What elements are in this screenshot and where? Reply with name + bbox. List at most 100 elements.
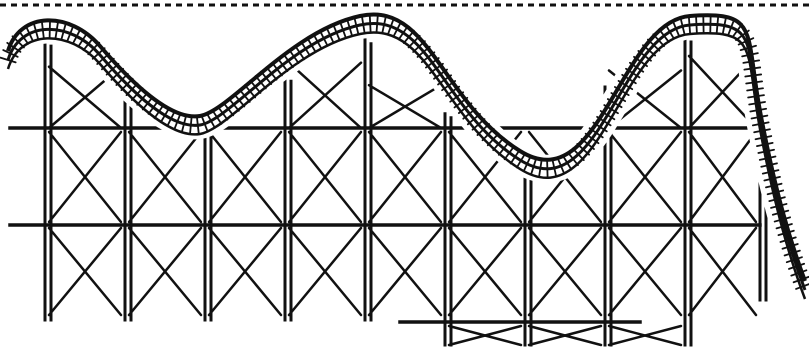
track-tie [509, 149, 521, 165]
track-tie [592, 121, 608, 133]
track-tie [599, 110, 616, 121]
trestle-brace [527, 226, 603, 317]
track-tie [741, 52, 759, 58]
track-tie [749, 107, 768, 113]
track-tie [381, 15, 387, 34]
track-tie [32, 22, 40, 40]
track-tie [441, 80, 457, 92]
track-tie [783, 249, 801, 257]
track-tie [153, 104, 165, 120]
track-tie [361, 15, 366, 34]
track-tie [596, 115, 612, 127]
track-tie [445, 85, 461, 97]
track-tie [25, 25, 34, 42]
track-tie [503, 145, 515, 161]
track-tie [580, 138, 595, 150]
track-tie [40, 20, 45, 39]
track-tie [735, 29, 750, 42]
trestle-cross-bracing [47, 54, 758, 347]
trestle-brace [607, 130, 683, 224]
track-tie [763, 176, 781, 182]
track-tie [756, 142, 774, 147]
track-tie [66, 25, 75, 42]
track-tie [402, 29, 415, 44]
track-tie [294, 45, 306, 61]
track-tie [196, 116, 200, 135]
track-tie [747, 94, 765, 99]
trestle-brace [687, 226, 758, 317]
track-tie [731, 23, 743, 38]
trestle-brace [287, 130, 363, 224]
trestle-beams [8, 126, 762, 324]
track-tie [766, 189, 785, 196]
track-tie [492, 137, 505, 152]
track-tie [614, 86, 630, 97]
trestle-brace [607, 324, 683, 347]
track-tie [746, 87, 764, 92]
track-tie [416, 45, 431, 58]
track-tie [687, 16, 691, 34]
track-tie [125, 82, 139, 96]
track-tie [476, 123, 490, 136]
track-tie [238, 88, 251, 103]
track-tie [206, 112, 216, 129]
track-tie [77, 32, 88, 48]
track-tie [243, 84, 257, 99]
track-tie [745, 80, 763, 85]
track-tie [742, 59, 761, 64]
track-tie [453, 96, 469, 109]
track-tie [781, 243, 799, 250]
track-tie [567, 151, 579, 167]
track-tie [353, 17, 360, 35]
track-tie [392, 21, 402, 38]
track-tie [271, 61, 283, 77]
track-tie [325, 27, 335, 44]
track-tie [265, 66, 278, 81]
track-tie [603, 104, 619, 115]
track-tie [765, 182, 783, 189]
track-tie [91, 47, 106, 60]
track-tie [11, 35, 25, 49]
track-tie [481, 127, 495, 142]
track-tie [54, 21, 59, 39]
track-tie [368, 14, 372, 33]
track-tie [217, 105, 229, 121]
track-tie [147, 100, 159, 115]
track-tie [562, 155, 573, 171]
track-tie [727, 19, 735, 36]
track-tie [588, 127, 604, 139]
track-tie [462, 107, 477, 120]
track-tie [449, 91, 465, 103]
trestle-brace [127, 130, 203, 224]
track-tie [433, 68, 448, 80]
trestle-brace [207, 226, 283, 317]
track-tie [790, 269, 808, 277]
track-tie [758, 155, 777, 161]
track-tie [751, 121, 770, 127]
track-tie [761, 169, 780, 175]
track-tie [227, 97, 240, 112]
track-tie [412, 40, 426, 53]
track-tie [466, 113, 481, 126]
track-tie [773, 216, 791, 223]
track-tie [695, 15, 698, 34]
trestle-brace [47, 130, 123, 224]
track-tie [625, 67, 641, 79]
track-tie [664, 23, 675, 40]
track-tie [387, 17, 395, 35]
track-tie [617, 79, 634, 91]
track-tie [115, 72, 129, 86]
trestle-brace [367, 226, 443, 317]
track-tie [721, 16, 727, 35]
track-tie [792, 275, 809, 284]
track-tie [538, 159, 543, 178]
track-tie [671, 20, 680, 37]
trestle-brace [127, 226, 203, 317]
track-tie [606, 98, 623, 109]
track-tie [629, 61, 645, 73]
track-tie [515, 152, 526, 169]
track-tie [768, 196, 786, 202]
track-tie [497, 141, 510, 156]
track-tie [679, 17, 686, 35]
